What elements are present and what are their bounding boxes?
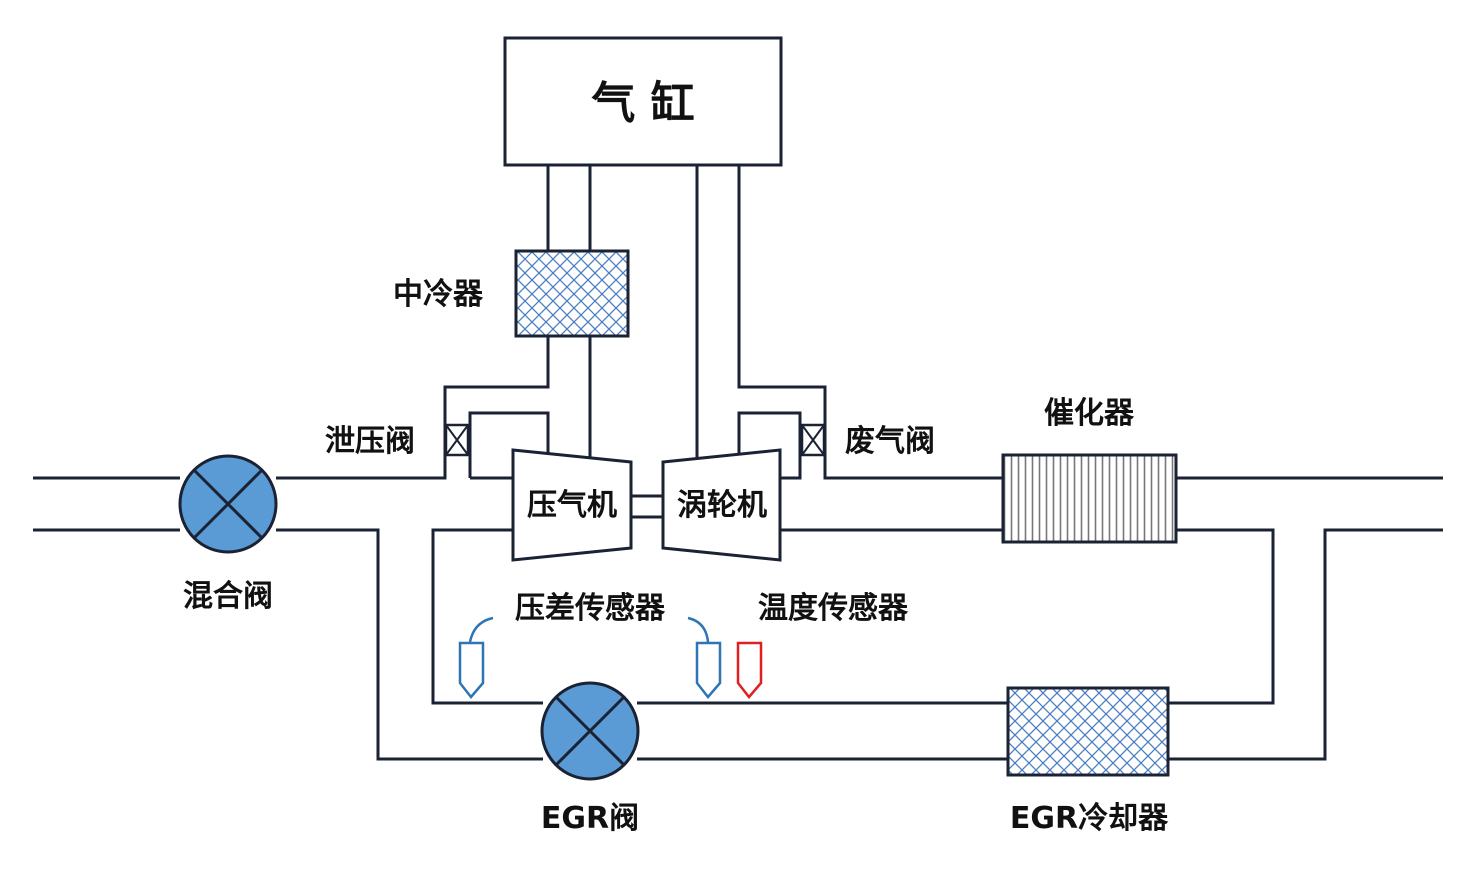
compressor-label: 压气机: [527, 488, 617, 523]
intake-pipe-lower: [33, 528, 1443, 761]
temp-sensor-label: 温度传感器: [758, 591, 909, 626]
dp-sensor-probe-right: [695, 641, 722, 699]
blowoff-valve-icon: [444, 423, 470, 457]
catalyst-label: 催化器: [1044, 396, 1135, 431]
pipes: [33, 165, 1443, 761]
temp-sensor-probe: [736, 641, 763, 699]
wastegate-valve-icon: [800, 423, 826, 457]
blowoff-valve-label: 泄压阀: [325, 424, 415, 459]
turbine: 涡轮机: [661, 448, 782, 562]
egr-valve-icon: [540, 681, 640, 781]
intercooler-to-cylinder: [546, 165, 592, 460]
intake-pipe-upper: [33, 336, 550, 480]
intercooler-label: 中冷器: [393, 277, 484, 312]
cylinder-block: 气 缸: [503, 36, 783, 167]
compressor: 压气机: [511, 448, 633, 562]
dp-sensor-lead-right: [687, 616, 710, 643]
shaft: [631, 494, 663, 519]
dp-sensor-lead-left: [468, 616, 494, 643]
dp-sensor-probe-left: [458, 641, 485, 699]
turbine-label: 涡轮机: [677, 488, 767, 523]
egr-valve-label: EGR阀: [541, 801, 639, 836]
egr-loop: [431, 528, 1275, 705]
wastegate-label: 废气阀: [845, 424, 935, 459]
mixing-valve-icon: [178, 454, 278, 554]
dp-sensor-label: 压差传感器: [515, 591, 666, 626]
egr-cooler: [1006, 686, 1170, 777]
blowoff-bypass: [468, 411, 550, 480]
cylinder-label: 气 缸: [591, 78, 694, 129]
catalyst: [1001, 453, 1178, 544]
wastegate-bypass: [737, 411, 802, 480]
egr-cooler-label: EGR冷却器: [1010, 801, 1169, 836]
mixing-valve-label: 混合阀: [183, 579, 273, 614]
intercooler: [514, 249, 630, 338]
turbine-to-cylinder: [695, 165, 1003, 480]
